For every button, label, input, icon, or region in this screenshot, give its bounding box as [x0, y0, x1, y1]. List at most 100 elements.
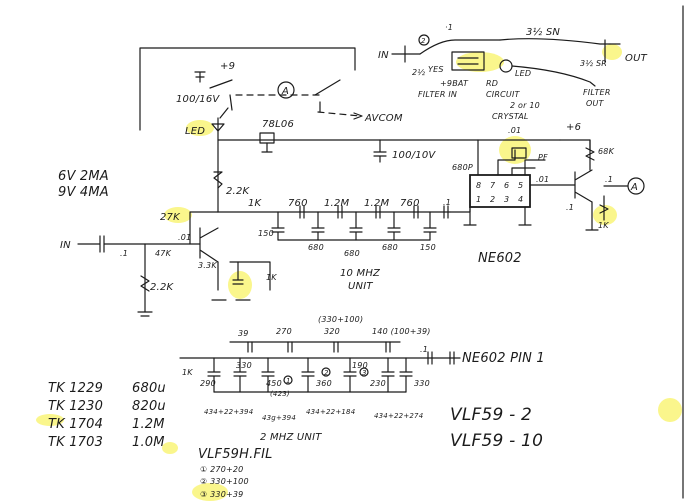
- pin-1: 1: [476, 195, 481, 204]
- note-3: ③ 330+39: [200, 490, 243, 499]
- pin-2: 2: [490, 195, 495, 204]
- model-1: VLF59 - 2: [450, 405, 532, 425]
- part-4-value: 1.0M: [132, 435, 165, 450]
- switch-circle-a: A: [281, 86, 289, 97]
- fe-cap-dot1: .1: [120, 249, 128, 258]
- f2-bottom-2: 434+22+184: [306, 408, 355, 416]
- f10-shunt-1: 680: [308, 243, 324, 252]
- f2-top-2: 320: [324, 327, 340, 336]
- led-right-label: LED: [515, 69, 531, 78]
- f10-shunt-3: 680: [382, 243, 398, 252]
- plus9bat-label: +9BAT: [440, 79, 469, 88]
- part-4: TK 1703: [48, 435, 103, 450]
- part-3: TK 1704: [48, 417, 103, 432]
- part-1-value: 680u: [132, 381, 166, 396]
- filter-out-label-1: FILTER: [583, 88, 611, 97]
- highlighter-marks: [36, 44, 682, 501]
- f2-to-pin: NE602 PIN 1: [462, 351, 545, 366]
- f10-shunt-2: 680: [344, 249, 360, 258]
- fe-r-33k-label: 3.3K: [198, 261, 217, 270]
- mix-r-68k-label: 68K: [598, 147, 615, 156]
- f2-shunt-2: 450: [266, 379, 282, 388]
- mix-c-01b-label: .01: [536, 175, 549, 184]
- note-1: ① 270+20: [200, 465, 243, 474]
- input-left-label: IN: [60, 240, 71, 251]
- filter-in-label: FILTER IN: [418, 90, 457, 99]
- yes-label: YES: [428, 65, 444, 74]
- f10-top-0: 760: [288, 198, 308, 209]
- f2-bottom-3: 434+22+274: [374, 412, 423, 420]
- fe-r-27k-label: 27K: [160, 212, 181, 223]
- f10-label-2: UNIT: [348, 281, 373, 292]
- pin-5: 5: [518, 181, 523, 190]
- rd-label: RD: [486, 79, 498, 88]
- plus9-label: +9: [220, 61, 235, 72]
- fe-r-22k-label: 2.2K: [150, 282, 175, 293]
- pin-6: 6: [504, 181, 509, 190]
- part-3-value: 1.2M: [132, 417, 165, 432]
- f2-sub-0: (423): [270, 390, 290, 398]
- sn-label: 3½ SN: [526, 26, 560, 38]
- mix-cap-1-label: .1: [605, 175, 613, 184]
- f10-shunt-5: 150: [420, 243, 436, 252]
- f2-top-3: 140 (100+39): [372, 327, 431, 336]
- note-2: ② 330+100: [200, 477, 249, 486]
- filter-10mhz: 1K 760 1.2M 1.2M 760 .1 150 680 680 680 …: [217, 198, 451, 292]
- f10-r-1k-label: 1K: [248, 198, 263, 209]
- f2-shunt-3: 360: [316, 379, 332, 388]
- parts-list: TK 1229 680u TK 1230 820u TK 1704 1.2M T…: [48, 381, 166, 450]
- f2-label: 2 MHZ UNIT: [260, 432, 322, 443]
- f2-top-0: 39: [238, 329, 249, 338]
- mix-c-pf-label: PF: [538, 153, 548, 162]
- input-top-label: IN: [378, 50, 389, 61]
- input-circle-2: 2: [421, 37, 426, 45]
- f10-top-1: 1.2M: [324, 198, 350, 209]
- supply-9v-label: 9V 4MA: [58, 185, 109, 200]
- front-end-stage: IN .1 47K 27K 2.2K 3.3K 1K .01: [60, 211, 277, 317]
- mix-circle-a: A: [630, 182, 638, 193]
- fe-r-47k-label: 47K: [155, 249, 172, 258]
- power-cap-label: 100/16V: [176, 94, 220, 105]
- input-dot1: ·1: [445, 23, 453, 32]
- f2-shunt-5: 230: [370, 379, 386, 388]
- f10-top-3: 760: [400, 198, 420, 209]
- plus6-label: +6: [566, 122, 581, 133]
- mix-r-1k-label: 1K: [598, 221, 609, 230]
- f2-circle-2: 2: [324, 369, 329, 377]
- mix-c-01-label: .01: [508, 126, 521, 135]
- f2-r-1k: 1K: [182, 368, 193, 377]
- part-2-value: 820u: [132, 399, 166, 414]
- half-label: 2½: [412, 68, 425, 77]
- sr-label: 3½ SR: [580, 59, 607, 68]
- led-label: LED: [185, 126, 205, 137]
- avcom-label: AVCOM: [364, 113, 403, 124]
- f2-shunt-6: 330: [414, 379, 430, 388]
- out-label: OUT: [625, 53, 648, 64]
- f2-circle-1: 1: [286, 377, 291, 385]
- file-name: VLF59H.FIL: [198, 447, 273, 462]
- circuit-label: CIRCUIT: [486, 90, 521, 99]
- pin-8: 8: [476, 181, 481, 190]
- fe-r-1k-label: 1K: [266, 273, 277, 282]
- model-2: VLF59 - 10: [450, 431, 543, 451]
- r-2-2k-top-label: 2.2K: [226, 186, 251, 197]
- reg-cap-label: 100/10V: [392, 150, 436, 161]
- f2-shunt-0: 290: [200, 379, 216, 388]
- f2-top-1: 270: [276, 327, 292, 336]
- two-or-ten-label: 2 or 10: [510, 101, 540, 110]
- fe-cap-dot01: .01: [178, 233, 191, 242]
- f2-shunt-4: 190: [352, 361, 368, 370]
- f10-cap-dot1: .1: [443, 198, 451, 207]
- f2-bottom-0: 434+22+394: [204, 408, 253, 416]
- part-2: TK 1230: [48, 399, 103, 414]
- pin-3: 3: [504, 195, 509, 204]
- ne602-mixer: 8 7 6 5 1 2 3 4 NE602 680P .01 PF .01 68…: [449, 126, 645, 266]
- part-1: TK 1229: [48, 381, 103, 396]
- power-section: +9 100/16V A AVCOM LED 78L06 100/10V +6 …: [58, 47, 591, 213]
- ne602-label: NE602: [478, 251, 522, 266]
- f10-top-2: 1.2M: [364, 198, 390, 209]
- ne602-chip: [469, 174, 531, 208]
- f2-circle-3: 3: [362, 369, 367, 377]
- footer-notes: VLF59H.FIL ① 270+20 ② 330+100 ③ 330+39 V…: [198, 405, 543, 499]
